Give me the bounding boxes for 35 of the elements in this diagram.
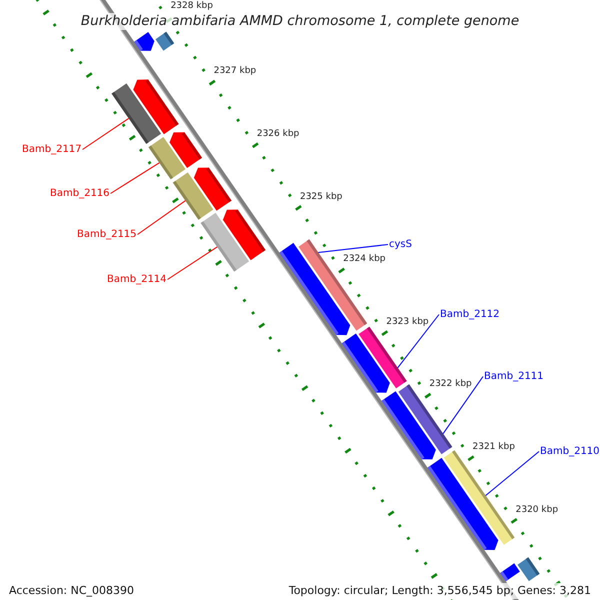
accession-text: Accession: NC_008390 (7, 583, 136, 600)
gene-feature (222, 210, 266, 260)
leader-line (167, 246, 218, 280)
gene-feature (170, 132, 202, 168)
gene-label: Bamb_2116 (50, 188, 110, 199)
gene-feature (500, 563, 520, 582)
gene-feature (342, 334, 390, 393)
gene-feature (134, 32, 154, 51)
leader-line (110, 162, 160, 194)
gene-label: Bamb_2111 (484, 371, 544, 382)
gene-bar (518, 557, 540, 582)
gene-feature (133, 80, 179, 134)
gene-label: Bamb_2110 (540, 446, 600, 457)
scale-label: 2324 kbp (343, 255, 386, 266)
gene-label: Bamb_2114 (107, 274, 167, 285)
leader-line (137, 200, 186, 235)
scale-label: 2323 kbp (386, 318, 429, 328)
scale-label: 2328 kbp (170, 2, 213, 12)
scale-label: 2320 kbp (516, 506, 558, 516)
gene-label: Bamb_2112 (440, 309, 500, 320)
scale-label: 2325 kbp (300, 192, 342, 202)
gene-label: Bamb_2117 (22, 144, 82, 155)
gene-feature (382, 391, 436, 460)
gene-feature (428, 458, 498, 550)
leader-line (82, 118, 130, 150)
leader-line (485, 451, 540, 496)
gene-feature (194, 168, 232, 211)
genome-info-text: Topology: circular; Length: 3,556,545 bp; Genes: 3,281 (286, 583, 593, 600)
scale-label: 2327 kbp (214, 67, 256, 78)
gene-label: cysS (389, 239, 412, 250)
scale-label: 2326 kbp (256, 130, 300, 140)
scale-label: 2322 kbp (429, 380, 472, 390)
gene-bar (156, 32, 174, 51)
scale-label: 2321 kbp (472, 442, 515, 453)
gene-label: Bamb_2115 (77, 229, 137, 240)
